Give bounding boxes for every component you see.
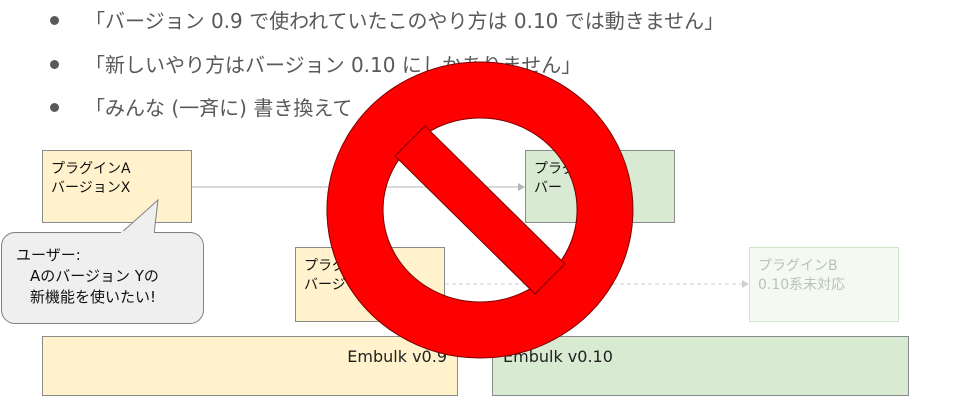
- plugin-a-version-x-note: プラグインA バージョンX: [42, 150, 192, 223]
- bubble-line: 新機能を使いたい!: [30, 288, 157, 306]
- platform-label: Embulk v0.10: [503, 347, 613, 366]
- plugin-b-note: プラグインB 0.10系未対応: [749, 247, 899, 322]
- platform-embulk-v09: Embulk v0.9: [42, 336, 458, 396]
- bullet-item: 「バージョン 0.9 で使われていたこのやり方は 0.10 では動きません」: [50, 6, 724, 36]
- bullet-text: 「バージョン 0.9 で使われていたこのやり方は 0.10 では動きません」: [85, 9, 725, 33]
- bullet-dot: [50, 103, 59, 112]
- platform-label: Embulk v0.9: [347, 347, 447, 366]
- note-line: バージ: [304, 277, 346, 293]
- user-speech-bubble: ユーザー: Aのバージョン Yの 新機能を使いたい!: [1, 232, 204, 324]
- arrowhead: [742, 280, 749, 288]
- bubble-tail-join: [121, 231, 154, 234]
- arrowhead: [518, 183, 525, 191]
- note-line: 0.10系未対応: [758, 277, 846, 293]
- bullet-dot: [50, 60, 59, 69]
- bullet-text: 「みんな (一斉に) 書き換えて: [85, 96, 353, 120]
- no-symbol-icon: [326, 61, 634, 359]
- note-line: プラグインB: [758, 258, 838, 274]
- bubble-line: ユーザー:: [16, 246, 81, 264]
- bullet-dot: [50, 16, 59, 25]
- platform-embulk-v010: Embulk v0.10: [492, 336, 909, 396]
- note-line: バージョンX: [51, 180, 131, 196]
- bullet-item: 「みんな (一斉に) 書き換えて: [50, 93, 352, 123]
- note-line: プラグ: [304, 258, 346, 274]
- bubble-line: Aのバージョン Yの: [30, 267, 159, 285]
- note-line: バー: [534, 180, 562, 196]
- note-line: プラグインA: [51, 161, 131, 177]
